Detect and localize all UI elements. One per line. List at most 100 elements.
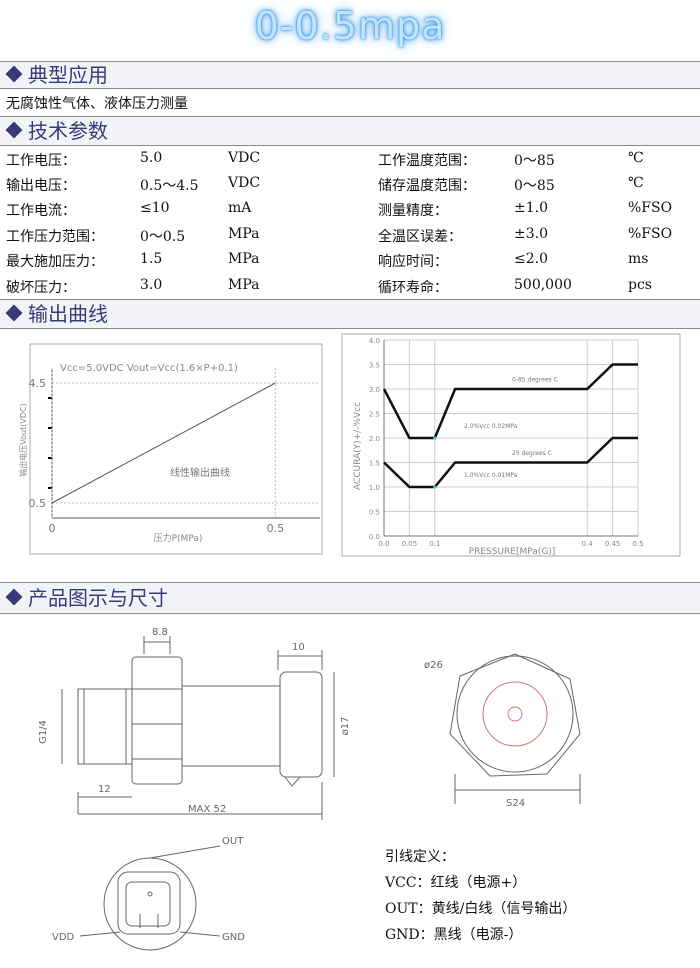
chart2-xlabel: PRESSURE[MPa(G)] [469, 547, 556, 557]
chart2-x-tick: 0.4 [582, 540, 594, 548]
param-left-value: ≤10 [140, 200, 170, 216]
section-curve-title: 输出曲线 [28, 302, 108, 326]
param-left-label: 工作电压： [6, 153, 76, 169]
param-right-label: 响应时间： [378, 254, 448, 270]
section-params-title: 技术参数 [28, 119, 108, 143]
param-right-unit: pcs [628, 277, 652, 293]
chart2-y-tick: 3.0 [369, 386, 380, 394]
chart2-x-tick: 0.1 [429, 540, 440, 548]
param-left-label: 输出电压： [6, 178, 76, 194]
chart1-title: Vcc=5.0VDC Vout=Vcc(1.6×P+0.1) [60, 363, 238, 374]
wiring-out: OUT：黄线/白线（信号输出） [385, 901, 577, 917]
param-right-label: 工作温度范围： [378, 153, 476, 169]
section-application-title: 典型应用 [28, 63, 108, 87]
chart2-y-tick: 4.0 [369, 337, 380, 345]
param-left-label: 最大施加压力： [6, 254, 104, 270]
param-left-value: 3.0 [140, 277, 163, 293]
dim-phi26: ø26 [424, 660, 443, 671]
dim-max52: MAX 52 [188, 804, 226, 815]
chart2-x-tick: 0.05 [402, 540, 418, 548]
chart2-x-tick: 0.5 [632, 540, 643, 548]
param-right-label: 循环寿命： [378, 280, 448, 296]
param-right-unit: %FSO [628, 226, 673, 242]
param-right-unit: ℃ [628, 175, 644, 191]
chart2-marker [433, 485, 437, 489]
chart2-y-tick: 0.5 [369, 509, 380, 517]
charts-area: Vcc=5.0VDC Vout=Vcc(1.6×P+0.1) 输出电压Vout(… [18, 333, 681, 557]
chart1-y-tick: 0.5 [29, 497, 47, 510]
section-application-header: 典型应用 [0, 61, 700, 89]
dim-10: 10 [292, 642, 305, 653]
chart1-x-tick: 0.5 [267, 522, 285, 535]
section-curve-header: 输出曲线 [0, 299, 700, 329]
chart2-y-tick: 3.5 [369, 362, 380, 370]
chart2-y-tick: 0.0 [369, 533, 380, 541]
wiring-vcc: VCC：红线（电源+） [385, 875, 527, 891]
wiring-gnd: GND：黑线（电源-） [385, 927, 523, 943]
pin-out-label: OUT [222, 836, 244, 847]
dim-s24: S24 [506, 798, 525, 809]
chart2-y-tick: 2.0 [369, 435, 380, 443]
param-left-unit: VDC [228, 150, 261, 166]
param-right-value: 500,000 [514, 277, 572, 293]
chart2-y-tick: 2.5 [369, 411, 380, 419]
connector-shell [279, 671, 323, 778]
chart2-y-tick: 1.0 [369, 484, 380, 492]
param-right-value: ≤2.0 [514, 251, 548, 267]
param-right-value: 0～85 [514, 178, 555, 194]
param-right-value: ±1.0 [514, 200, 548, 216]
outer-circle [456, 655, 574, 773]
param-left-value: 1.5 [140, 251, 163, 267]
param-left-value: 5.0 [140, 150, 163, 166]
section-dims-title: 产品图示与尺寸 [28, 586, 168, 610]
param-right-value: ±3.0 [514, 226, 548, 242]
param-left-value: 0.5～4.5 [140, 178, 199, 194]
chart2-annotation: 2.0%Vcc 0.02MPa [464, 423, 518, 430]
chart1-y-tick: 4.5 [29, 377, 47, 390]
chart1-series-line [51, 382, 276, 504]
param-left-unit: VDC [228, 175, 261, 191]
section-dims-header: 产品图示与尺寸 [0, 582, 700, 614]
param-left-unit: MPa [228, 226, 260, 242]
diamond-icon [5, 121, 23, 139]
chart2-marker [433, 436, 437, 440]
dim-8-8: 8.8 [152, 627, 168, 638]
chart2-x-tick: 0.0 [378, 540, 389, 548]
diamond-icon [5, 304, 23, 322]
neck [182, 685, 281, 767]
chart1-frame [29, 343, 323, 555]
param-right-label: 储存温度范围： [378, 178, 476, 194]
pin-gnd-label: GND [222, 932, 245, 943]
pin-vdd-label: VDD [52, 932, 75, 943]
dim-12: 12 [98, 784, 111, 795]
param-left-unit: mA [228, 200, 252, 216]
inner-circle [482, 681, 548, 747]
param-right-label: 全温区误差： [378, 229, 462, 245]
param-left-unit: MPa [228, 251, 260, 267]
page-title: 0-0.5mpa [254, 4, 446, 48]
thread-section [77, 688, 133, 765]
diamond-icon [5, 65, 23, 83]
param-right-label: 测量精度： [378, 203, 448, 219]
section-params-header: 技术参数 [0, 116, 700, 146]
chart2-annotation: 1.0%Vcc 0.01MPa [464, 472, 518, 479]
param-left-label: 工作电流： [6, 203, 76, 219]
wiring-title: 引线定义： [385, 849, 455, 865]
accuracy-chart: ACCURA(Y)+/-%Vcc PRESSURE[MPa(G)] 0.0 0.5… [341, 333, 681, 557]
param-left-value: 0～0.5 [140, 229, 186, 245]
chart1-xlabel: 压力P(MPa) [154, 532, 203, 544]
param-right-unit: ms [628, 251, 649, 267]
hex-body [131, 656, 183, 785]
chart1-x-tick: 0 [49, 522, 56, 535]
chart1-ylabel: 输出电压Vout(VDC) [18, 403, 28, 476]
chart2-ylabel: ACCURA(Y)+/-%Vcc [353, 402, 363, 490]
dimension-drawing: 8.8 10 G1/4 ø17 12 MAX 52 ø26 S24 OUT VD… [38, 627, 581, 951]
chart1-annotation: 线性输出曲线 [170, 466, 230, 479]
chart2-frame [341, 333, 681, 557]
param-right-unit: ℃ [628, 150, 644, 166]
dim-phi17: ø17 [340, 717, 351, 736]
chart2-series-1 [383, 436, 638, 489]
chart2-x-tick: 0.45 [605, 540, 621, 548]
connector-end-inner [117, 871, 181, 935]
chart2-series-0 [382, 363, 638, 440]
